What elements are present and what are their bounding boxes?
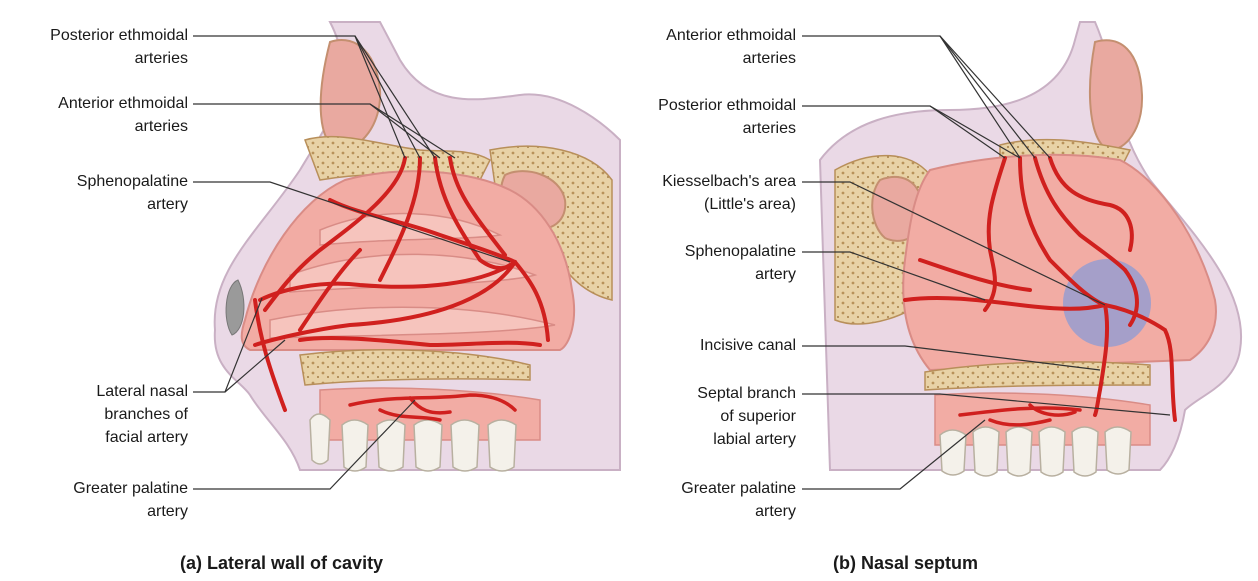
label-kiesselbachs-area-b: Kiesselbach's area (Little's area) — [662, 170, 796, 216]
label-line: Sphenopalatine — [685, 240, 796, 263]
label-line: of superior — [697, 405, 796, 428]
label-line: arteries — [58, 115, 188, 138]
label-line: branches of — [96, 403, 188, 426]
label-line: Posterior ethmoidal — [658, 94, 796, 117]
label-line: (Little's area) — [662, 193, 796, 216]
label-line: Kiesselbach's area — [662, 170, 796, 193]
label-line: Sphenopalatine — [77, 170, 188, 193]
label-greater-palatine-b: Greater palatine artery — [681, 477, 796, 523]
label-line: Septal branch — [697, 382, 796, 405]
label-line: arteries — [666, 47, 796, 70]
label-line: Posterior ethmoidal — [50, 24, 188, 47]
label-line: Anterior ethmoidal — [58, 92, 188, 115]
label-line: artery — [73, 500, 188, 523]
label-line: Greater palatine — [73, 477, 188, 500]
label-line: arteries — [50, 47, 188, 70]
label-greater-palatine-a: Greater palatine artery — [73, 477, 188, 523]
label-line: artery — [685, 263, 796, 286]
label-line: Lateral nasal — [96, 380, 188, 403]
septum-anatomy — [820, 22, 1241, 476]
label-line: labial artery — [697, 428, 796, 451]
label-line: artery — [681, 500, 796, 523]
lateral-wall-anatomy — [215, 22, 620, 471]
caption-panel-a: (a) Lateral wall of cavity — [180, 553, 383, 574]
frontal-sinus-b — [1090, 40, 1142, 150]
caption-panel-b: (b) Nasal septum — [833, 553, 978, 574]
label-sphenopalatine-b: Sphenopalatine artery — [685, 240, 796, 286]
label-posterior-ethmoidal-a: Posterior ethmoidal arteries — [50, 24, 188, 70]
label-line: Anterior ethmoidal — [666, 24, 796, 47]
label-line: Incisive canal — [700, 334, 796, 357]
label-sphenopalatine-a: Sphenopalatine artery — [77, 170, 188, 216]
label-anterior-ethmoidal-a: Anterior ethmoidal arteries — [58, 92, 188, 138]
label-anterior-ethmoidal-b: Anterior ethmoidal arteries — [666, 24, 796, 70]
label-posterior-ethmoidal-b: Posterior ethmoidal arteries — [658, 94, 796, 140]
label-line: arteries — [658, 117, 796, 140]
label-incisive-canal-b: Incisive canal — [700, 334, 796, 357]
label-lateral-nasal-a: Lateral nasal branches of facial artery — [96, 380, 188, 449]
label-septal-branch-b: Septal branch of superior labial artery — [697, 382, 796, 451]
label-line: Greater palatine — [681, 477, 796, 500]
label-line: artery — [77, 193, 188, 216]
label-line: facial artery — [96, 426, 188, 449]
